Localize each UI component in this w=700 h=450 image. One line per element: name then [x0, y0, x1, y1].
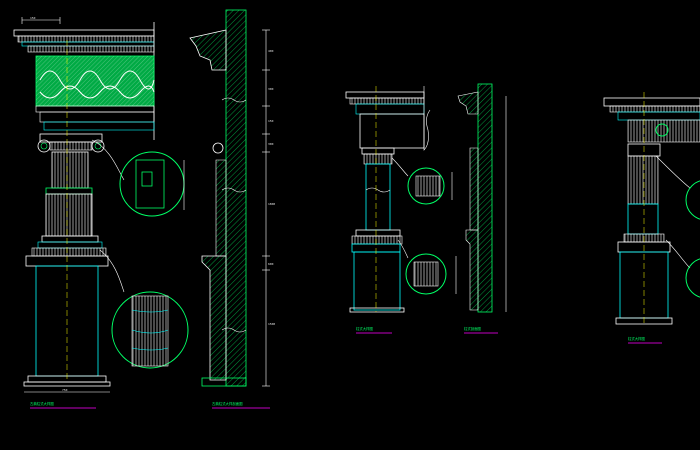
dim-label: 1800 [268, 202, 275, 206]
lower-shaft [45, 193, 93, 237]
tuscan-column-section: 柱式剖面图 [457, 83, 507, 334]
ornamental-frieze [35, 55, 155, 131]
astragal-ring [45, 187, 93, 195]
cornice-profile [189, 29, 227, 71]
upper-shaft [51, 151, 89, 189]
wall-hatch [225, 9, 247, 387]
dim-label: 300 [268, 87, 274, 91]
dim-label: 750 [62, 388, 68, 392]
caption-tuscan-elevation: 柱式大样图 [356, 326, 374, 331]
ionic-column-section: 400 300 150 300 1800 600 1500 古典柱式大样剖面图 [189, 9, 275, 409]
caption-corinthian-elevation: 柱式大样图 [628, 336, 646, 341]
shaft-profile [215, 159, 227, 257]
caption-ionic-elevation: 古典柱式大样图 [30, 401, 54, 406]
ionic-column-elevation: 150 [13, 16, 189, 409]
corinthian-column-elevation: 柱式大样图 [603, 92, 700, 344]
dim-label: 600 [268, 262, 274, 266]
dim-label: 150 [268, 119, 274, 123]
caption-ionic-section: 古典柱式大样剖面图 [212, 401, 243, 406]
dim-label: 1500 [268, 322, 275, 326]
column-base [31, 235, 107, 257]
top-dimension: 150 [21, 16, 61, 24]
dim-label: 400 [268, 49, 274, 53]
pedestal-profile [201, 255, 227, 381]
caption-tuscan-section: 柱式剖面图 [464, 326, 482, 331]
vertical-dimension-chain: 400 300 150 300 1800 600 1500 [262, 29, 275, 387]
detail-callout-capital [91, 139, 185, 217]
detail-callout-base [397, 239, 457, 295]
volute-profile [212, 142, 224, 154]
detail-callout-base [99, 249, 189, 369]
bottom-dimension: 750 [24, 388, 110, 393]
detail-callout-capital [391, 157, 453, 205]
dim-label: 150 [30, 16, 36, 20]
tuscan-column-elevation: 柱式大样图 [345, 86, 457, 334]
ionic-capital [37, 133, 105, 153]
dim-label: 300 [268, 142, 274, 146]
